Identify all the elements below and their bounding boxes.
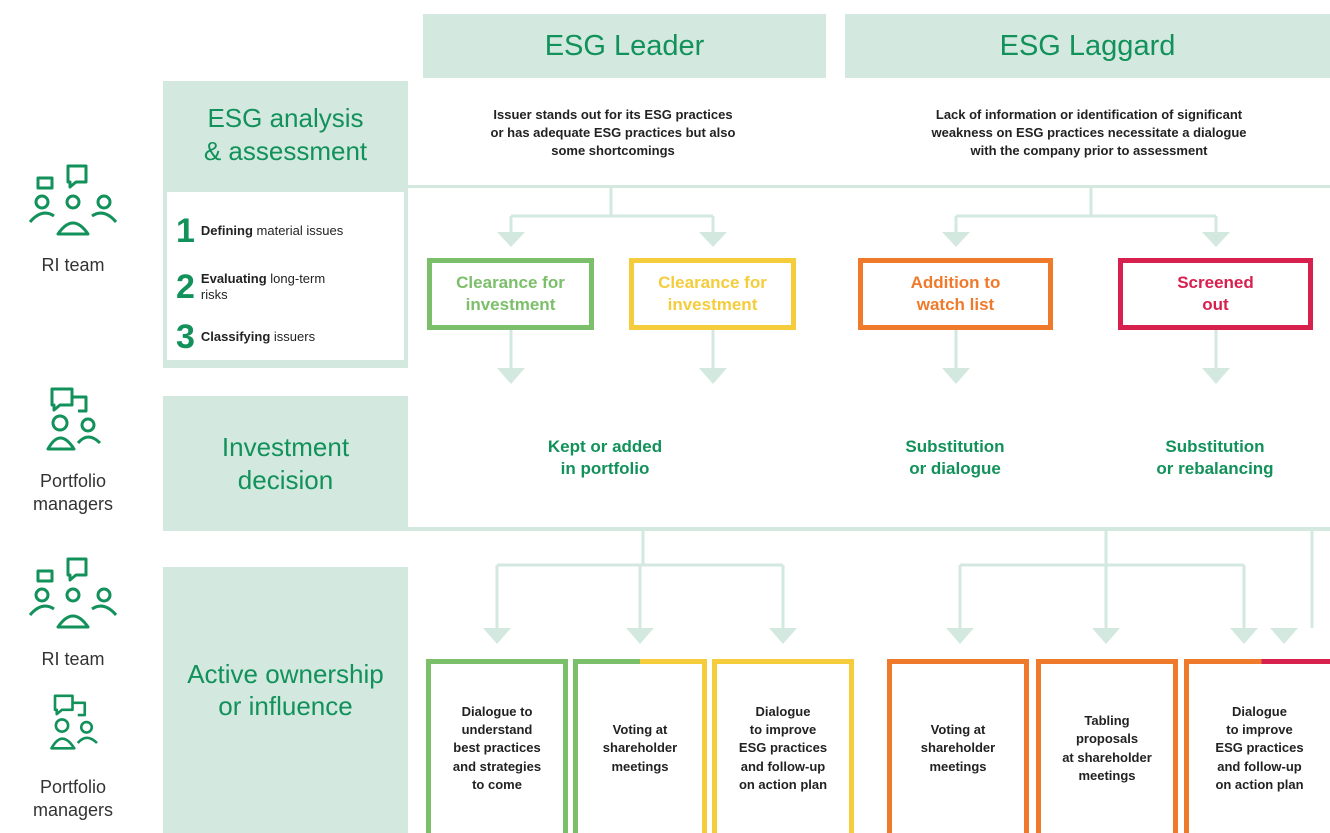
step-2-bold: Evaluating — [200, 270, 267, 286]
action-4-text: Voting at shareholder meetings — [920, 722, 996, 774]
outcome-2-label: Clearance for investment — [658, 272, 767, 314]
action-6-text: Dialogue to improve ESG practices and fo… — [1215, 704, 1304, 792]
analysis-band-content — [408, 81, 1330, 185]
connector-lines — [495, 188, 1314, 628]
action-dialogue-improve-leader: Dialogue to improve ESG practices and fo… — [712, 659, 854, 833]
row-label-ownership: Active ownership or influence — [187, 658, 384, 722]
outcome-4-label: Screened out — [1177, 272, 1254, 314]
decision-laggard-watch: Substitution or dialogue — [905, 437, 1005, 479]
step-3-bold: Classifying — [200, 328, 271, 344]
outcome-watch-list: Addition to watch list — [858, 258, 1053, 330]
step-3-text: issuers — [270, 328, 316, 344]
action-2-body: Voting at shareholder meetings — [578, 664, 702, 833]
action-voting-laggard: Voting at shareholder meetings — [887, 659, 1029, 833]
action-dialogue-improve-laggard: Dialogue to improve ESG practices and fo… — [1184, 659, 1330, 833]
header-esg-laggard: ESG Laggard — [845, 14, 1330, 78]
action-2-text: Voting at shareholder meetings — [602, 722, 678, 774]
action-5-text: Tabling proposals at shareholder meeting… — [1062, 713, 1152, 783]
action-3-text: Dialogue to improve ESG practices and fo… — [738, 704, 828, 792]
laggard-description: Lack of information or identification of… — [931, 107, 1247, 159]
step-2: 2 Evaluating long-term risks — [176, 270, 401, 304]
decision-leader: Kept or added in portfolio — [547, 437, 663, 479]
step-1-number: 1 — [176, 212, 195, 250]
action-tabling-proposals: Tabling proposals at shareholder meeting… — [1036, 659, 1178, 833]
leader-description: Issuer stands out for its ESG practices … — [490, 107, 736, 159]
action-2-topbar — [573, 659, 707, 664]
ownership-label-band — [163, 567, 408, 833]
action-2-leftbar — [573, 659, 578, 833]
step-3-number: 3 — [176, 318, 195, 356]
outcome-clearance-leader-yellow: Clearance for investment — [629, 258, 796, 330]
role-ri-team-2: RI team — [41, 649, 105, 669]
action-6-body: Dialogue to improve ESG practices and fo… — [1189, 664, 1330, 833]
step-1-text: material issues — [252, 222, 344, 238]
role-ri-team-1: RI team — [41, 255, 105, 275]
row-label-decision: Investment decision — [221, 432, 350, 495]
role-portfolio-managers-1: Portfolio managers — [32, 471, 114, 515]
action-2-rightbar — [702, 659, 707, 833]
step-3: 3 Classifying issuers — [176, 320, 401, 354]
manager-icon — [46, 387, 102, 451]
steps-panel-inner — [167, 192, 404, 360]
action-dialogue-best-practices: Dialogue to understand best practices an… — [426, 659, 568, 833]
step-1: 1 Defining material issues — [176, 214, 401, 248]
role-portfolio-managers-2: Portfolio managers — [32, 777, 114, 821]
decision-laggard-screened: Substitution or rebalancing — [1156, 437, 1274, 479]
team-icon — [28, 164, 118, 236]
connector-arrows — [483, 232, 1298, 644]
outcome-1-label: Clearance for investment — [456, 272, 565, 314]
step-2-text: long-term risks — [200, 270, 326, 302]
row-label-analysis: ESG analysis & assessment — [203, 103, 368, 166]
action-6-topbar — [1184, 659, 1330, 664]
decision-band — [163, 396, 1330, 531]
header-esg-leader: ESG Leader — [423, 14, 826, 78]
analysis-band — [163, 81, 1330, 188]
steps-panel — [163, 188, 408, 368]
step-2-number: 2 — [176, 268, 195, 306]
header-esg-leader-label: ESG Leader — [544, 29, 705, 62]
outcome-screened-out: Screened out — [1118, 258, 1313, 330]
action-6-leftbar — [1184, 659, 1189, 833]
outcome-3-label: Addition to watch list — [910, 272, 1001, 314]
step-1-bold: Defining — [200, 222, 253, 238]
action-voting-leader: Voting at shareholder meetings — [573, 659, 707, 833]
decision-band-content — [408, 396, 1330, 527]
header-esg-laggard-label: ESG Laggard — [999, 29, 1176, 62]
action-1-text: Dialogue to understand best practices an… — [452, 704, 542, 792]
team-icon-2 — [28, 557, 118, 629]
manager-icon-2 — [50, 694, 98, 750]
outcome-clearance-leader-green: Clearance for investment — [427, 258, 594, 330]
